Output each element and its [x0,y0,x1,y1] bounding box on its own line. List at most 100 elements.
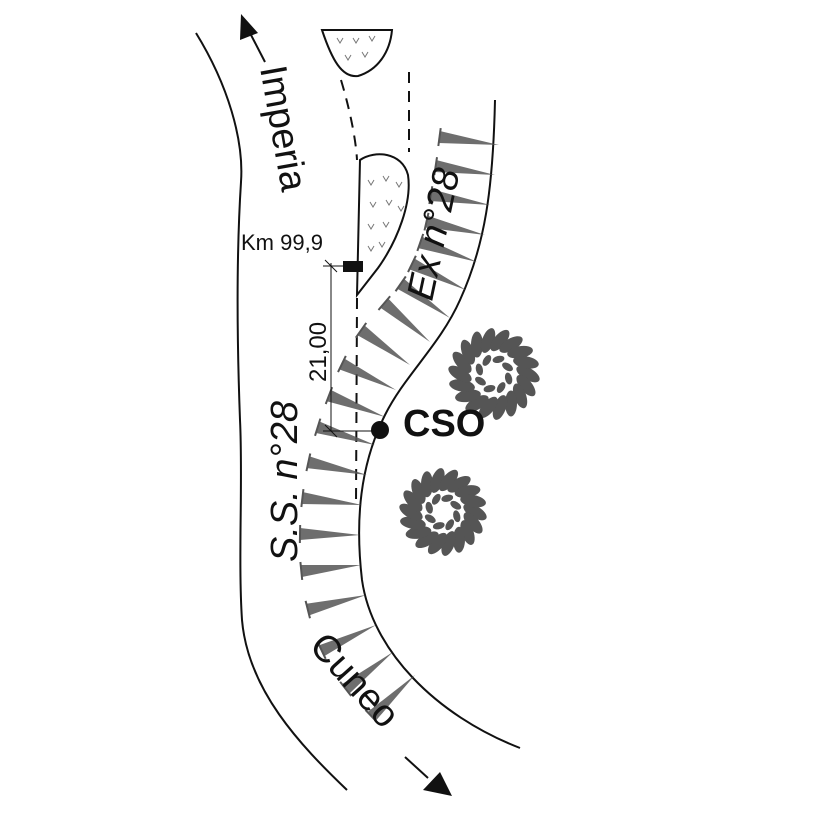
tree-leaf [513,356,539,369]
hatch-cap [407,255,417,273]
hatch-cap [423,212,430,231]
hatch-mark [380,298,430,342]
tree-leaf [483,384,496,393]
tree-leaf [452,351,472,374]
hatch-mark [299,528,360,540]
hatch-mark [341,652,393,694]
tree-leaf [496,382,506,393]
tree-leaf [455,389,481,403]
tree-leaf [453,526,465,553]
tree-leaf [432,522,445,530]
hatch-cap [437,128,442,147]
station-point-icon [371,421,389,439]
hatch-mark [319,625,376,657]
island-grass [336,35,405,252]
arrow-north-icon [240,14,266,63]
tree-leaf [463,512,483,534]
tree-leaf [492,355,505,364]
hatch-mark [300,565,361,577]
tree-leaf [478,396,498,419]
hatch-mark [397,278,450,318]
lower-island [355,153,410,299]
tree-leaf [447,475,471,493]
tree-leaf [471,331,484,358]
hatch-cap [433,157,438,176]
tree-leaf [490,329,510,352]
hatch-cap [314,418,322,437]
tree-leaf [450,500,462,510]
tree-leaf [505,390,517,417]
tree-leaf [448,365,472,383]
imperia-label: Imperia [251,62,315,195]
tree-leaf [441,494,454,502]
ss28-left-edge [195,32,348,791]
tree-leaf [425,501,433,514]
tree-leaf [439,469,459,492]
hatch-mark [307,456,367,475]
tree-leaf [465,395,489,412]
distance-label: 21,00 [305,322,332,382]
station-label: CSO [403,403,485,445]
tree-leaf [449,379,475,392]
tree-leaf [399,503,423,521]
hatch-cap [355,322,368,339]
tree-leaf [431,493,441,505]
road-right-edge [358,99,521,749]
km-marker-icon [343,261,363,272]
tree-leaf [475,376,486,386]
tree-leaf [405,526,432,539]
hatch-mark [425,215,485,235]
tree-leaf [516,374,536,397]
ss-road-label: S.S. n°28 [264,401,306,562]
hatch-mark [301,492,362,505]
hatch-mark [357,325,410,365]
hatch-mark [429,189,490,205]
tree-icon [399,468,487,556]
dimension-line [323,259,375,438]
hatch-mark [418,236,477,262]
hatch-cap [364,709,379,724]
tree-leaf [502,362,513,372]
hatch-mark [409,258,466,290]
tree-leaf [482,355,492,366]
tree-leaf [420,471,433,498]
hatch-cap [416,233,425,252]
hatch-mark [339,358,396,390]
tree-leaf [415,531,439,549]
km-label: Km 99,9 [241,230,323,255]
tree-leaf [475,363,484,376]
tree-leaf [427,532,447,555]
arrow-south-icon [404,756,452,796]
hatch-mark [315,421,375,445]
upper-island [320,29,394,78]
hatch-cap [304,600,311,619]
hatch-mark [434,160,495,175]
hatch-mark [306,595,366,616]
hatch-cap [377,295,391,311]
hatch-cap [305,453,312,472]
hatch-mark [326,389,385,417]
hatch-cap [428,186,434,205]
tree-leaf [516,365,540,383]
tree-leaf [453,510,461,523]
tree-leaf [454,485,481,498]
tree-leaf [445,519,455,531]
tree-leaf [504,372,513,385]
tree-leaf [499,336,523,353]
hatch-cap [339,681,353,697]
tree-leaf [507,345,533,359]
hatch-mark [438,131,499,145]
ex-road-label: Ex n°28 [400,165,469,304]
tree-leaf [460,494,486,508]
lower-dashed-lane [355,297,358,506]
hatch-cap [299,561,304,581]
hatch-cap [394,275,407,292]
hatch-cap [337,355,347,373]
tree-leaf [403,490,423,512]
upper-left-dashed-lane [340,79,358,161]
hatch-cap [317,642,327,660]
tree-leaf [463,503,487,521]
tree-leaf [424,514,436,524]
tree-icon [448,328,540,420]
